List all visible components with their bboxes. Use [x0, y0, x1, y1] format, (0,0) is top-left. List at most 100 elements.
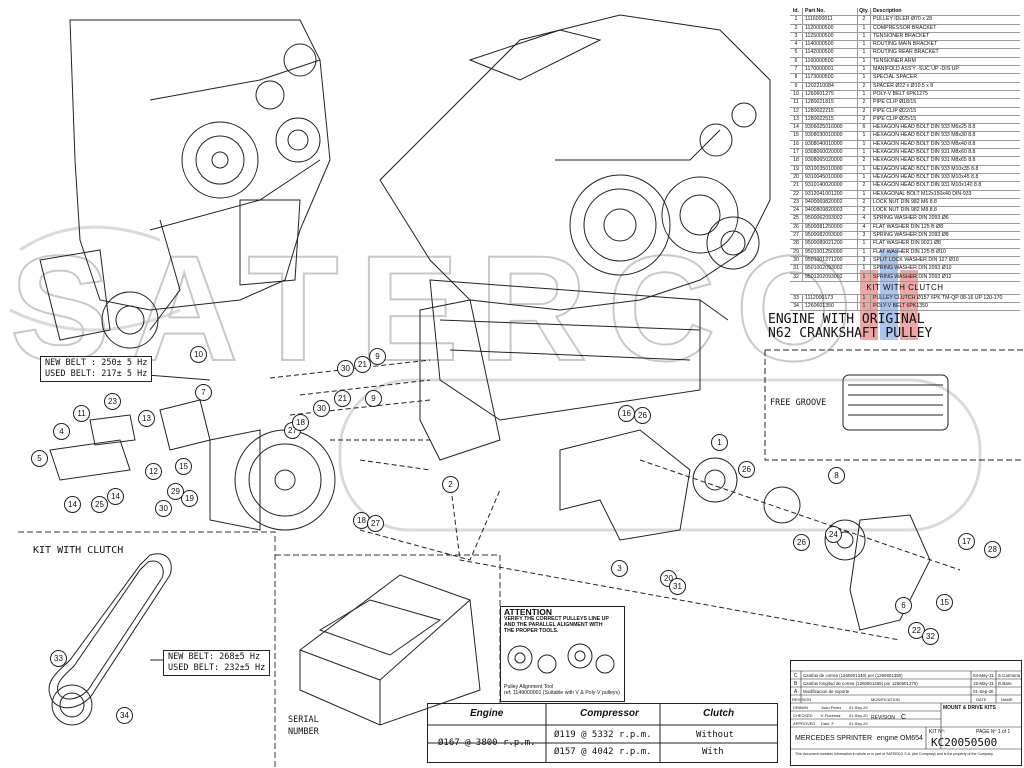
engine-view-main — [379, 14, 771, 461]
serial-label-2: NUMBER — [288, 727, 319, 737]
part-callout: 18 — [292, 414, 309, 431]
attention-text-1: VERIFY THE CORRECT PULLEYS LINE UP — [504, 616, 609, 622]
title-revision-value: C — [901, 714, 907, 721]
parts-row-col-3: 2 — [858, 207, 871, 215]
spec-engine-value: Ø167 @ 3800 r.p.m. — [438, 738, 536, 748]
part-callout: 9 — [369, 348, 386, 365]
engine-note-line-2: N62 CRANKSHAFT PULLEY — [768, 326, 933, 341]
parts-row-col-4: PIPE CLIP Ø18/15 — [873, 99, 917, 106]
parts-row-col-4: HEXAGON HEAD BOLT DIN 931 M8x60 8.8 — [873, 149, 976, 156]
parts-row-col-3: 1 — [858, 265, 871, 273]
title-mount-drive: MOUNT & DRIVE KITS — [943, 705, 996, 711]
parts-row-col-3: 2 — [858, 16, 871, 24]
revision-date: 15-May-21 — [973, 681, 994, 686]
parts-header-col-2: Part No. — [803, 8, 858, 16]
spec-clutch-row-1: Without — [696, 730, 734, 740]
parts-row-col-4: FLAT WASHER DIN 9021 Ø8 — [873, 240, 941, 247]
parts-row-col-2: 1202210084 — [803, 82, 858, 90]
parts-row-col-2: 9500081250000 — [803, 223, 858, 232]
part-callout: 14 — [64, 496, 81, 513]
revision-header: MODIFICATION — [871, 697, 900, 702]
parts-row-col-2: 1125000500 — [803, 32, 858, 41]
parts-row-col-3: 1 — [858, 24, 871, 32]
part-callout: 15 — [175, 458, 192, 475]
parts-row-col-4: ROUTING MAIN BRACKET — [873, 41, 938, 48]
parts-row-col-3: 1 — [858, 165, 871, 173]
part-callout: 11 — [73, 405, 90, 422]
part-callout: 15 — [936, 594, 953, 611]
part-callout: 14 — [107, 488, 124, 505]
parts-row-col-3: 1 — [858, 273, 871, 281]
parts-table-header: Id.Part No.Qty.Description — [790, 8, 1020, 17]
parts-row-col-4: HEXAGON HEAD BOLT DIN 933 M6x25 8.8 — [873, 124, 976, 131]
parts-row-col-2: 9306025016000 — [803, 124, 858, 132]
parts-row-col-1: 5 — [790, 49, 803, 57]
parts-row-col-4: HEXAGON HEAD BOLT DIN 931 M10x140 8.8 — [873, 182, 982, 189]
part-callout: 21 — [354, 356, 371, 373]
kit-with-clutch-label: KIT WITH CLUTCH — [33, 545, 124, 556]
revision-name: S.Carmona — [998, 673, 1020, 678]
spec-header-engine: Engine — [470, 708, 504, 719]
part-callout: 7 — [195, 384, 212, 401]
revision-header: DATE — [976, 697, 987, 702]
part-callout: 32 — [922, 628, 939, 645]
parts-row-col-4: TENSIONER BRACKET — [873, 32, 930, 39]
parts-row-col-2: 9310045010000 — [803, 173, 858, 182]
spec-compressor-row-1: Ø119 @ 5332 r.p.m. — [554, 730, 652, 740]
parts-row-col-1: 14 — [790, 124, 803, 132]
parts-row-col-2: 9308030010000 — [803, 132, 858, 140]
compressor-bracket-iso — [299, 574, 481, 726]
parts-row-col-2: 1116000011 — [803, 16, 858, 24]
parts-row-col-3: 4 — [858, 215, 871, 223]
parts-row-col-1: 30 — [790, 256, 803, 265]
revision-header: NAME — [1001, 697, 1013, 702]
parts-row-col-3: 2 — [858, 99, 871, 107]
spec-compressor-row-2: Ø157 @ 4042 r.p.m. — [554, 747, 652, 757]
engine-view-small — [39, 19, 331, 349]
parts-row-col-3: 4 — [858, 223, 871, 232]
engine-note-line-1: ENGINE WITH ORIGINAL — [768, 312, 925, 327]
parts-row-col-4: TENSIONER ARM — [873, 57, 916, 64]
parts-row-col-2: 1280022515 — [803, 115, 858, 124]
parts-row-col-3: 1 — [858, 32, 871, 41]
revision-date: 01-Sep-20 — [973, 689, 994, 694]
parts-row-col-3: 2 — [858, 82, 871, 90]
part-callout: 2 — [442, 476, 459, 493]
part-callout: 30 — [337, 360, 354, 377]
part-callout: 26 — [738, 461, 755, 478]
parts-row-col-2: 1160000500 — [803, 57, 858, 66]
part-callout: 31 — [669, 578, 686, 595]
part-callout: 19 — [181, 490, 198, 507]
parts-row-col-2: 1140000500 — [803, 41, 858, 49]
parts-row-col-4: PULLEY IDLER Ø70 x 28 — [873, 16, 933, 23]
parts-row-col-3: 3 — [858, 256, 871, 265]
parts-row-col-2: 9310035010000 — [803, 165, 858, 173]
parts-row-col-1: 31 — [790, 265, 803, 273]
part-callout: 10 — [190, 346, 207, 363]
title-kit-no: KC20050500 — [931, 736, 998, 749]
parts-row-col-4: ROUTING REAR BRACKET — [873, 49, 939, 56]
parts-row-col-1: 26 — [790, 223, 803, 232]
part-callout: 34 — [116, 707, 133, 724]
approval-person: K.Florensa — [821, 713, 841, 718]
part-callout: 21 — [334, 390, 351, 407]
belt-frequency-box-bottom: NEW BELT: 268±5 Hz USED BELT: 232±5 Hz — [163, 650, 271, 676]
